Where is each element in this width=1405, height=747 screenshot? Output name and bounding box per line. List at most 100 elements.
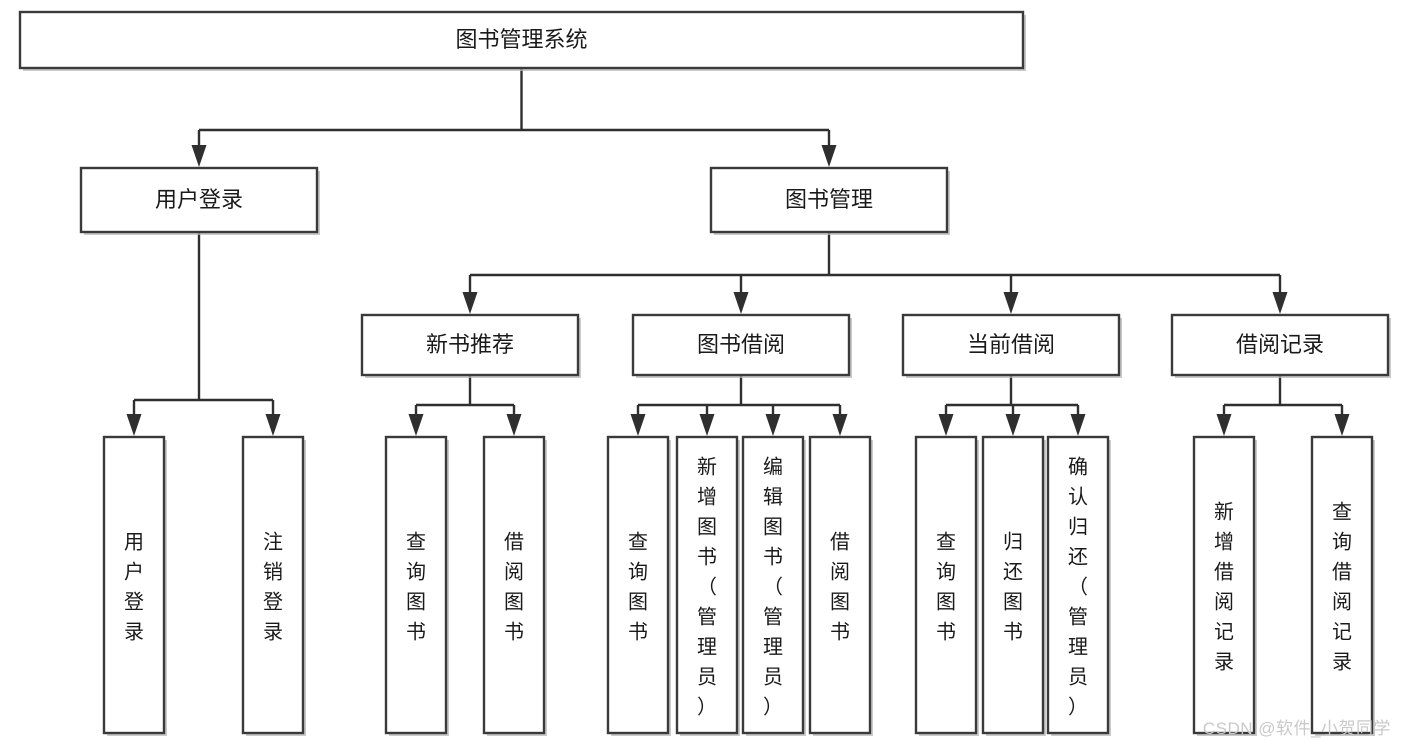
node-box[interactable] [1310, 435, 1374, 735]
arrow-head [733, 292, 749, 314]
node-query-book-1[interactable]: 查询图书 [384, 435, 449, 736]
node-box[interactable] [1046, 435, 1110, 735]
arrow-head-icon [462, 275, 478, 314]
arrow-head [1005, 414, 1021, 436]
arrow-head-icon [1005, 405, 1021, 436]
node-label: 编辑图书（管理员） [763, 455, 783, 718]
node-box[interactable] [1192, 435, 1256, 735]
arrow-head [462, 292, 478, 314]
node-box[interactable] [741, 435, 805, 735]
node-box[interactable] [675, 435, 739, 735]
node-label: 图书管理 [785, 187, 873, 212]
node-box[interactable] [1170, 313, 1390, 377]
arrow-head-icon [1003, 275, 1019, 314]
node-add-book[interactable]: 新增图书（管理员） [675, 435, 740, 736]
node-label: 图书管理系统 [455, 27, 587, 52]
arrow-head [821, 145, 837, 167]
arrow-head [265, 414, 281, 436]
arrow-head-icon [506, 405, 522, 436]
arrow-head [765, 414, 781, 436]
arrow-head [832, 414, 848, 436]
arrow-head-icon [733, 275, 749, 314]
arrow-head [408, 414, 424, 436]
node-borrow-record[interactable]: 借阅记录 [1170, 313, 1391, 378]
node-return-book[interactable]: 归还图书 [981, 435, 1046, 736]
arrow-head [506, 414, 522, 436]
node-label: 确认归还（管理员） [1068, 455, 1088, 718]
arrow-head-icon [1070, 405, 1086, 436]
node-box[interactable] [18, 10, 1025, 70]
arrow-head-icon [191, 130, 207, 167]
node-label: 借阅图书 [830, 530, 850, 643]
arrow-head [1334, 414, 1350, 436]
node-label: 查询借阅记录 [1332, 500, 1352, 673]
node-edit-book[interactable]: 编辑图书（管理员） [741, 435, 806, 736]
node-layer: 图书管理系统用户登录图书管理用户登录注销登录新书推荐图书借阅当前借阅借阅记录查询… [18, 10, 1391, 736]
arrow-head [699, 414, 715, 436]
arrow-head-icon [408, 405, 424, 436]
node-borrow-book-2[interactable]: 借阅图书 [808, 435, 873, 736]
node-box[interactable] [808, 435, 872, 735]
node-label: 借阅图书 [504, 530, 524, 643]
arrow-head-icon [126, 400, 142, 436]
node-label: 查询图书 [406, 530, 426, 643]
node-label: 查询图书 [628, 530, 648, 643]
arrow-head [1272, 292, 1288, 314]
node-label: 新增借阅记录 [1214, 500, 1234, 673]
node-confirm-return[interactable]: 确认归还（管理员） [1046, 435, 1111, 736]
arrow-head-icon [1334, 405, 1350, 436]
node-book-manage[interactable]: 图书管理 [709, 166, 950, 235]
node-label: 用户登录 [155, 187, 243, 212]
node-query-borrow-record[interactable]: 查询借阅记录 [1310, 435, 1375, 736]
node-label: 借阅记录 [1236, 332, 1324, 357]
arrow-head [1003, 292, 1019, 314]
node-user-logout[interactable]: 注销登录 [241, 435, 306, 736]
connector-layer [126, 68, 1350, 436]
node-new-book-recommend[interactable]: 新书推荐 [360, 313, 581, 378]
arrow-head [1070, 414, 1086, 436]
arrow-head [630, 414, 646, 436]
node-user-login[interactable]: 用户登录 [79, 166, 320, 235]
node-box[interactable] [241, 435, 305, 735]
arrow-head-icon [821, 130, 837, 167]
node-book-borrow[interactable]: 图书借阅 [631, 313, 852, 378]
node-box[interactable] [79, 166, 319, 234]
arrow-head-icon [265, 400, 281, 436]
node-label: 注销登录 [263, 530, 283, 643]
node-user-login-do[interactable]: 用户登录 [102, 435, 167, 736]
node-box[interactable] [482, 435, 546, 735]
node-query-book-2[interactable]: 查询图书 [606, 435, 671, 736]
arrow-head-icon [938, 405, 954, 436]
arrow-head [1216, 414, 1232, 436]
node-label: 归还图书 [1003, 530, 1023, 643]
node-box[interactable] [914, 435, 978, 735]
node-label: 图书借阅 [697, 332, 785, 357]
node-box[interactable] [384, 435, 448, 735]
arrow-head-icon [1216, 405, 1232, 436]
arrow-head-icon [765, 405, 781, 436]
node-borrow-book-1[interactable]: 借阅图书 [482, 435, 547, 736]
node-label: 新增图书（管理员） [697, 455, 717, 718]
node-box[interactable] [901, 313, 1121, 377]
node-box[interactable] [631, 313, 851, 377]
node-box[interactable] [606, 435, 670, 735]
node-add-borrow-record[interactable]: 新增借阅记录 [1192, 435, 1257, 736]
node-label: 用户登录 [124, 531, 144, 643]
arrow-head-icon [832, 405, 848, 436]
node-box[interactable] [360, 313, 580, 377]
node-current-borrow[interactable]: 当前借阅 [901, 313, 1122, 378]
node-root[interactable]: 图书管理系统 [18, 10, 1026, 71]
node-label: 查询图书 [936, 530, 956, 643]
node-box[interactable] [102, 435, 166, 735]
node-query-book-3[interactable]: 查询图书 [914, 435, 979, 736]
node-box[interactable] [709, 166, 949, 234]
arrow-head-icon [699, 405, 715, 436]
arrow-head-icon [1272, 275, 1288, 314]
arrow-head [126, 414, 142, 436]
arrow-head [938, 414, 954, 436]
arrow-head-icon [630, 405, 646, 436]
node-label: 新书推荐 [426, 332, 514, 357]
node-box[interactable] [981, 435, 1045, 735]
